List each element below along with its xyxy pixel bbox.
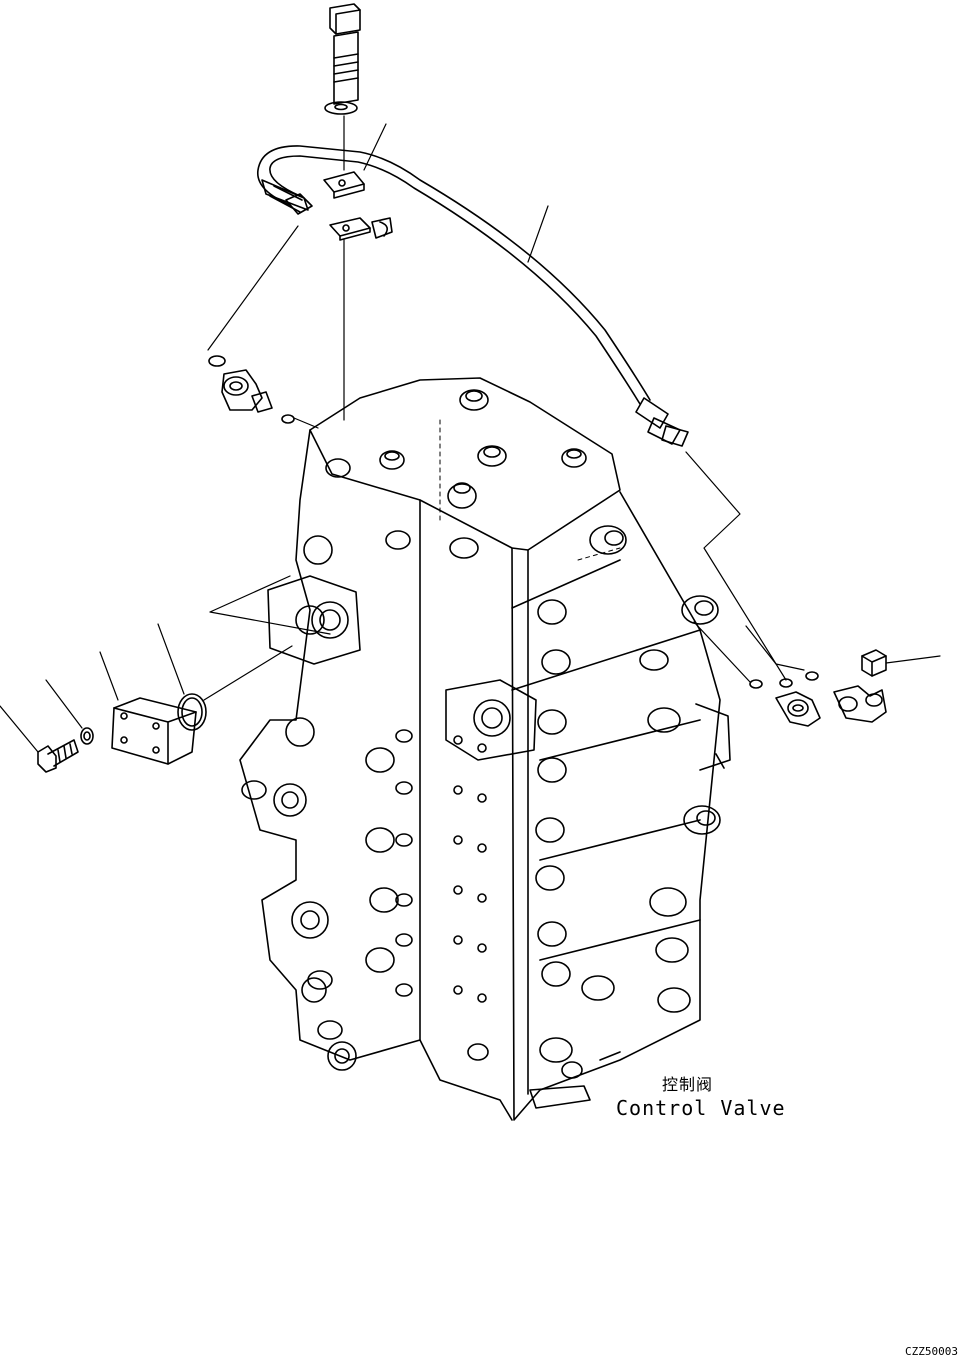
port-array [454,736,486,1002]
cover-plate [112,698,196,764]
union-fitting-right [776,692,820,726]
plug-cap [862,650,886,676]
drawing-code: CZZ50003 [905,1345,958,1358]
hidden-lines [440,420,620,560]
clamp-bracket [330,218,392,240]
hydraulic-hose [258,146,688,446]
elbow-fitting [834,686,886,722]
hose-clamp [324,172,364,198]
mounting-bolt [330,4,360,104]
cover-o-ring [178,694,206,730]
union-fitting-left [222,370,272,412]
bolt-washer [325,102,357,114]
control-valve-body [240,378,730,1120]
component-label-chinese: 控制阀 [662,1075,714,1094]
cover-bolt [38,740,78,772]
component-label-english: Control Valve [616,1096,786,1120]
o-ring-right [750,672,818,688]
cover-washer [81,728,93,744]
leader-lines [0,116,940,752]
o-ring-left-fitting [209,356,294,423]
